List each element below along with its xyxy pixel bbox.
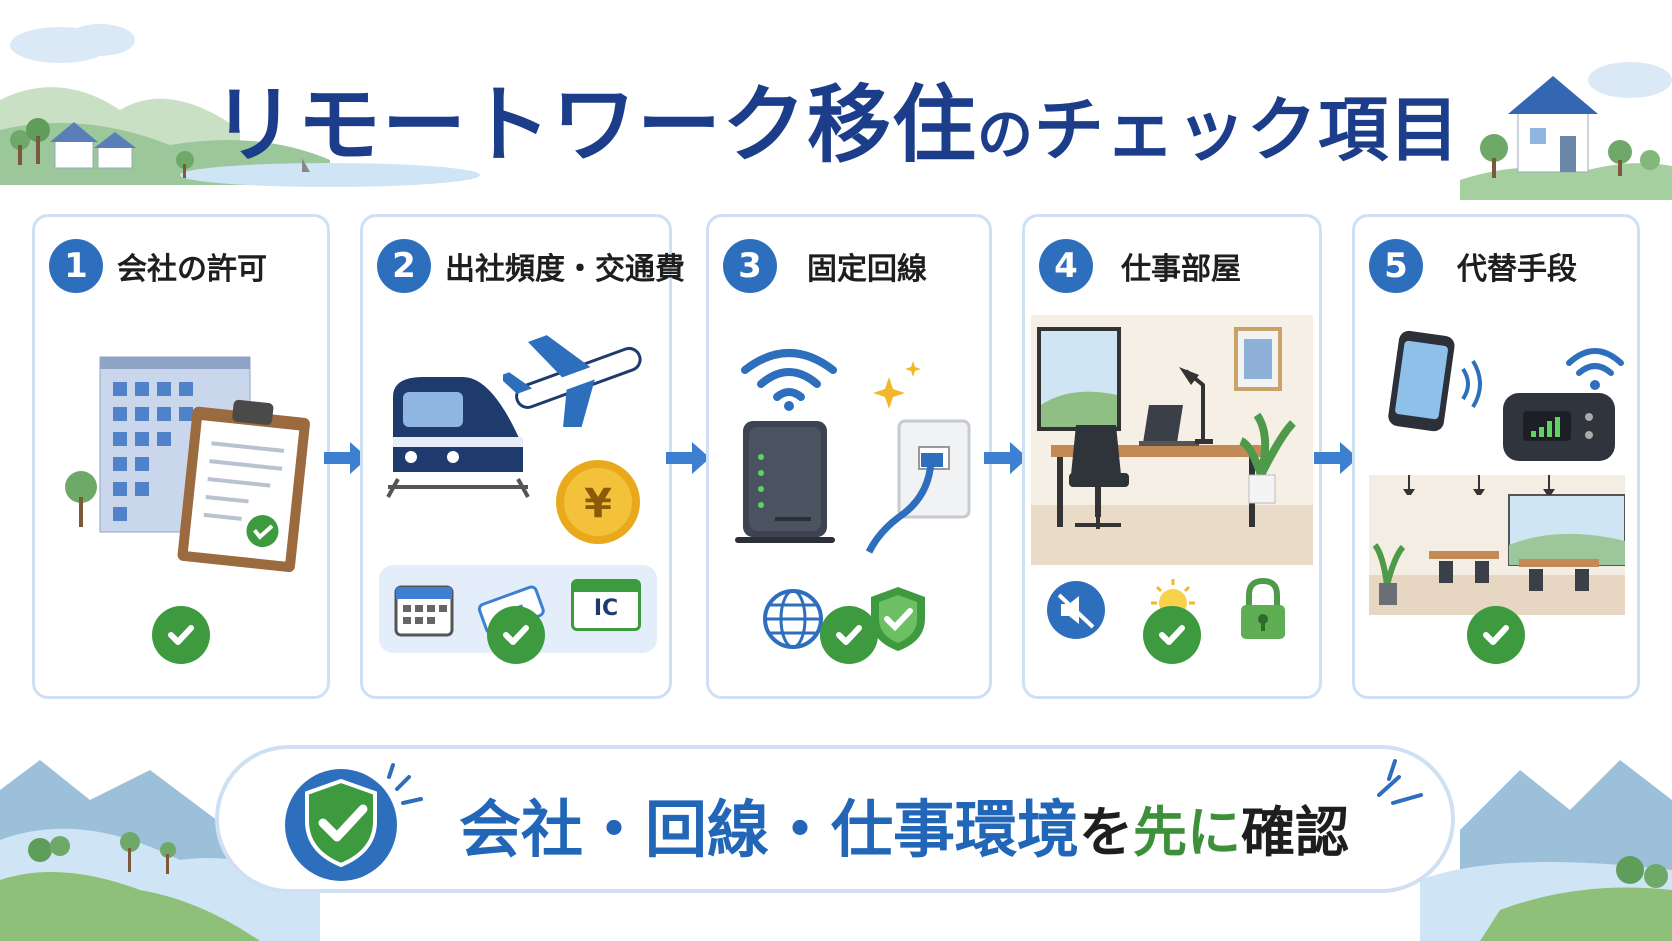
step-number-1: 1 (49, 239, 103, 293)
ic-card-icon: IC (571, 579, 641, 631)
step-card-1: 1 会社の許可 (32, 214, 330, 699)
summary-first: 先に (1133, 801, 1242, 864)
step-number-5: 5 (1369, 239, 1423, 293)
step-card-3: 3 固定回線 (706, 214, 992, 699)
check-icon (1467, 606, 1525, 664)
coworking-space-illustration (1369, 475, 1625, 615)
summary-message: 会社・回線・仕事環境を先に確認 (459, 779, 1349, 869)
landscape-bottom-left (0, 760, 320, 941)
step-label-1: 会社の許可 (117, 252, 267, 287)
yen-symbol: ¥ (584, 481, 612, 527)
wifi-icon (1566, 348, 1624, 390)
summary-banner: 会社・回線・仕事環境を先に確認 (215, 745, 1455, 893)
step-label-5: 代替手段 (1457, 252, 1577, 287)
step-number-4: 4 (1039, 239, 1093, 293)
title-main: リモートワーク移住 (211, 76, 977, 174)
arrow-right-icon (984, 442, 1028, 474)
check-icon (152, 606, 210, 664)
globe-icon (763, 589, 823, 649)
step-label-4: 仕事部屋 (1121, 252, 1241, 287)
step-label-3: 固定回線 (807, 252, 927, 287)
step-card-4: 4 仕事部屋 (1022, 214, 1322, 699)
arrow-right-icon (1314, 442, 1358, 474)
airplane-icon (503, 335, 642, 427)
shield-check-icon (285, 763, 423, 881)
ic-label: IC (593, 596, 619, 621)
mute-icon (1047, 581, 1105, 639)
emphasis-lines-icon (1377, 759, 1423, 805)
step-card-2: 2 出社頻度・交通費 ¥ IC (360, 214, 685, 699)
check-icon (820, 606, 878, 664)
office-building-clipboard-icon (65, 356, 310, 573)
yen-coin-icon: ¥ (556, 460, 640, 544)
router-icon (735, 421, 835, 543)
home-office-room-illustration (1031, 315, 1313, 565)
step-label-2: 出社頻度・交通費 (445, 252, 685, 287)
summary-confirm: 確認 (1241, 801, 1350, 864)
mobile-router-icon (1503, 393, 1615, 461)
title-sub: チェック項目 (1034, 89, 1460, 171)
step-number-2: 2 (377, 239, 431, 293)
page-title: リモートワーク移住のチェック項目 (0, 58, 1672, 179)
security-shield-icon (871, 587, 925, 651)
landscape-top-right-house (1460, 62, 1672, 200)
landscape-bottom-right (1420, 760, 1672, 941)
title-particle: の (977, 103, 1034, 168)
wifi-icon (741, 349, 837, 411)
arrow-right-icon (666, 442, 710, 474)
check-icon (487, 606, 545, 664)
check-icon (1143, 606, 1201, 664)
summary-particle: を (1079, 801, 1134, 864)
landscape-top-left (0, 24, 480, 187)
summary-key-items: 会社・回線・仕事環境 (459, 793, 1080, 866)
ethernet-outlet-icon (865, 419, 971, 554)
lock-icon (1241, 577, 1285, 639)
step-card-5: 5 代替手段 (1352, 214, 1640, 699)
smartphone-icon (1388, 330, 1482, 432)
calendar-icon (394, 585, 454, 637)
arrow-right-icon (324, 442, 368, 474)
step-number-3: 3 (723, 239, 777, 293)
train-icon (386, 377, 530, 498)
sparkle-icon (873, 361, 921, 409)
